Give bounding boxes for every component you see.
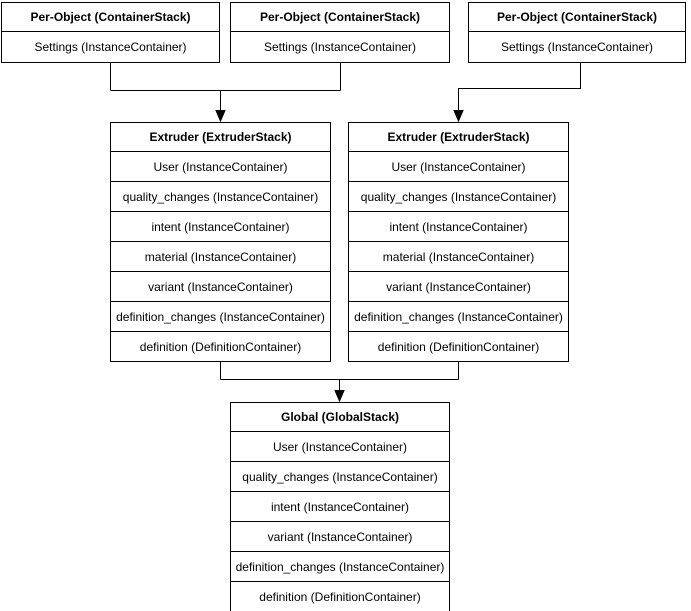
stack-row: User (InstanceContainer)	[349, 151, 568, 181]
stack-row: definition_changes (InstanceContainer)	[231, 551, 449, 581]
arrowhead-extruder2	[453, 110, 464, 123]
stack-row: definition (DefinitionContainer)	[231, 581, 449, 611]
stack-row: Settings (InstanceContainer)	[469, 31, 685, 62]
connector-perobject3-to-extruder2	[458, 61, 581, 111]
stack-row: definition_changes (InstanceContainer)	[349, 301, 568, 331]
stack-title: Global (GlobalStack)	[280, 410, 400, 424]
stack-row: User (InstanceContainer)	[111, 151, 330, 181]
stack-global: Global (GlobalStack) User (InstanceConta…	[230, 402, 450, 611]
stack-row: variant (InstanceContainer)	[349, 271, 568, 301]
stack-row: definition (DefinitionContainer)	[111, 331, 330, 361]
stack-row: intent (InstanceContainer)	[349, 211, 568, 241]
stack-row: intent (InstanceContainer)	[231, 491, 449, 521]
stack-per-object-2: Per-Object (ContainerStack) Settings (In…	[230, 2, 450, 63]
stack-row: material (InstanceContainer)	[111, 241, 330, 271]
stack-row: Settings (InstanceContainer)	[2, 31, 219, 62]
stack-row: Settings (InstanceContainer)	[231, 31, 449, 62]
arrowhead-extruder1	[215, 110, 226, 123]
stack-title: Per-Object (ContainerStack)	[259, 10, 421, 24]
stack-row: quality_changes (InstanceContainer)	[231, 461, 449, 491]
stack-title: Per-Object (ContainerStack)	[496, 10, 658, 24]
stack-row: material (InstanceContainer)	[349, 241, 568, 271]
stack-row: quality_changes (InstanceContainer)	[349, 181, 568, 211]
stack-row: variant (InstanceContainer)	[111, 271, 330, 301]
stack-per-object-3: Per-Object (ContainerStack) Settings (In…	[468, 2, 686, 63]
stack-row: definition (DefinitionContainer)	[349, 331, 568, 361]
stack-row: User (InstanceContainer)	[231, 431, 449, 461]
stack-extruder-2: Extruder (ExtruderStack) User (InstanceC…	[348, 122, 569, 362]
stack-per-object-1: Per-Object (ContainerStack) Settings (In…	[1, 2, 220, 63]
stack-row: variant (InstanceContainer)	[231, 521, 449, 551]
stack-title: Extruder (ExtruderStack)	[149, 130, 292, 144]
stack-row: definition_changes (InstanceContainer)	[111, 301, 330, 331]
stack-title: Extruder (ExtruderStack)	[387, 130, 530, 144]
arrowhead-global	[334, 390, 345, 403]
stack-title: Per-Object (ContainerStack)	[30, 10, 191, 24]
stack-row: quality_changes (InstanceContainer)	[111, 181, 330, 211]
stack-row: intent (InstanceContainer)	[111, 211, 330, 241]
stack-extruder-1: Extruder (ExtruderStack) User (InstanceC…	[110, 122, 331, 362]
